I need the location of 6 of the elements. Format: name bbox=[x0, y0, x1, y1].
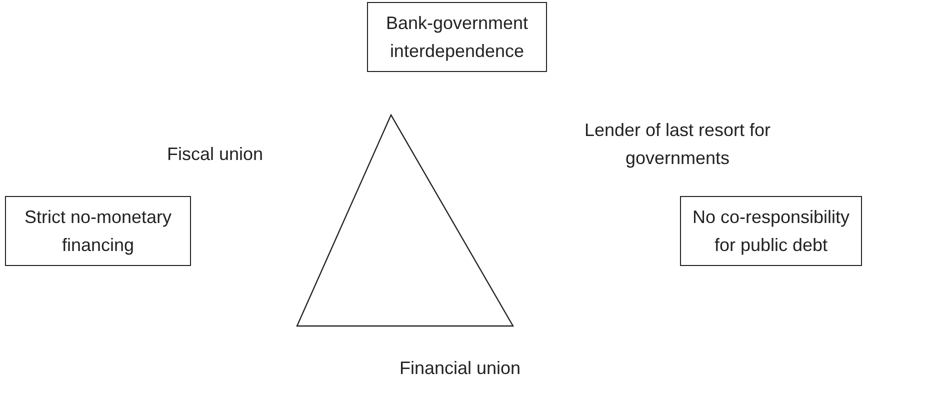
side-label: Fiscal union bbox=[166, 143, 264, 166]
concept-box: Strict no-monetary financing bbox=[5, 196, 191, 266]
concept-box: No co-responsibility for public debt bbox=[680, 196, 862, 266]
side-label: Lender of last resort for governments bbox=[583, 119, 772, 170]
side-label: Financial union bbox=[398, 357, 522, 380]
concept-box: Bank-government interdependence bbox=[367, 2, 547, 72]
